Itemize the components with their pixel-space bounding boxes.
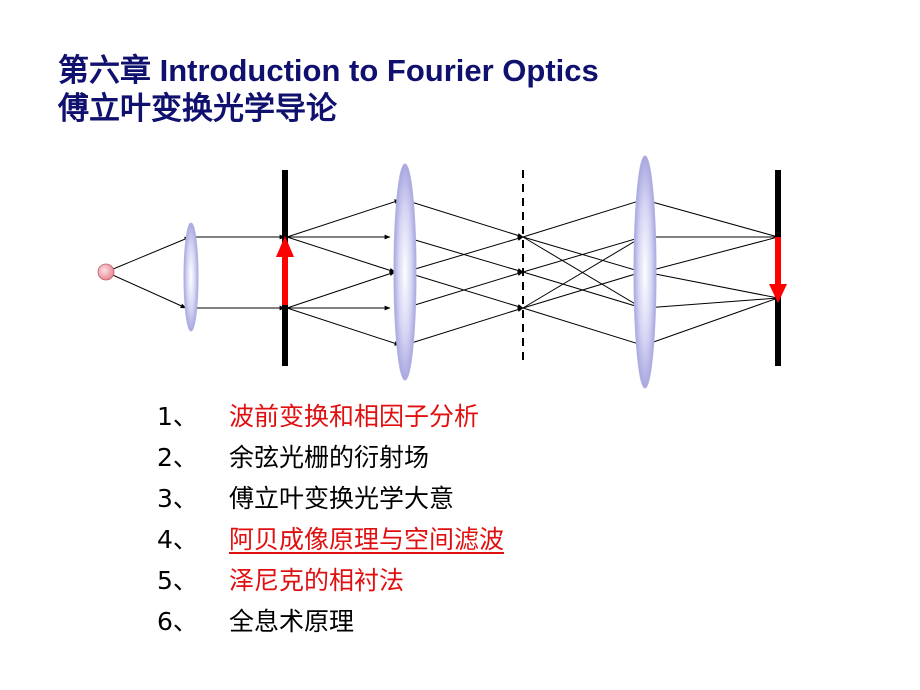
toc-number: 4、 [157,525,198,554]
collimating-lens [183,222,199,332]
title-line-1: 第六章 Introduction to Fourier Optics [58,53,599,88]
toc-item-5[interactable]: 5、 泽尼克的相衬法 [157,560,504,601]
toc-label: 泽尼克的相衬法 [229,566,405,595]
toc-label: 波前变换和相因子分析 [229,402,480,431]
object-arrow-head [276,236,294,257]
toc-item-6[interactable]: 6、 全息术原理 [157,601,504,642]
toc-number: 2、 [157,443,198,472]
toc-item-3[interactable]: 3、 傅立叶变换光学大意 [157,478,504,519]
toc-label: 傅立叶变换光学大意 [229,484,455,513]
toc-label: 余弦光栅的衍射场 [229,443,430,472]
object-diffraction-rays [286,199,401,346]
light-source [97,263,115,281]
fourier-plane-rays [404,199,643,346]
page-title: 第六章 Introduction to Fourier Optics 傅立叶变换… [58,52,599,128]
toc-item-4[interactable]: 4、 阿贝成像原理与空间滤波 [157,519,504,560]
image-arrow-head [769,284,787,303]
image-rays [644,199,779,346]
toc-number: 1、 [157,402,198,431]
toc-number: 3、 [157,484,198,513]
toc-number: 5、 [157,566,198,595]
imaging-lens [633,155,657,389]
toc-label: 全息术原理 [229,607,355,636]
toc-item-2[interactable]: 2、 余弦光栅的衍射场 [157,437,504,478]
toc-item-1[interactable]: 1、 波前变换和相因子分析 [157,396,504,437]
transform-lens [393,163,417,381]
source-rays [105,234,286,311]
toc-link[interactable]: 阿贝成像原理与空间滤波 [229,525,505,554]
table-of-contents: 1、 波前变换和相因子分析 2、 余弦光栅的衍射场 3、 傅立叶变换光学大意 4… [157,396,504,642]
toc-number: 6、 [157,607,198,636]
title-line-2: 傅立叶变换光学导论 [58,91,337,126]
